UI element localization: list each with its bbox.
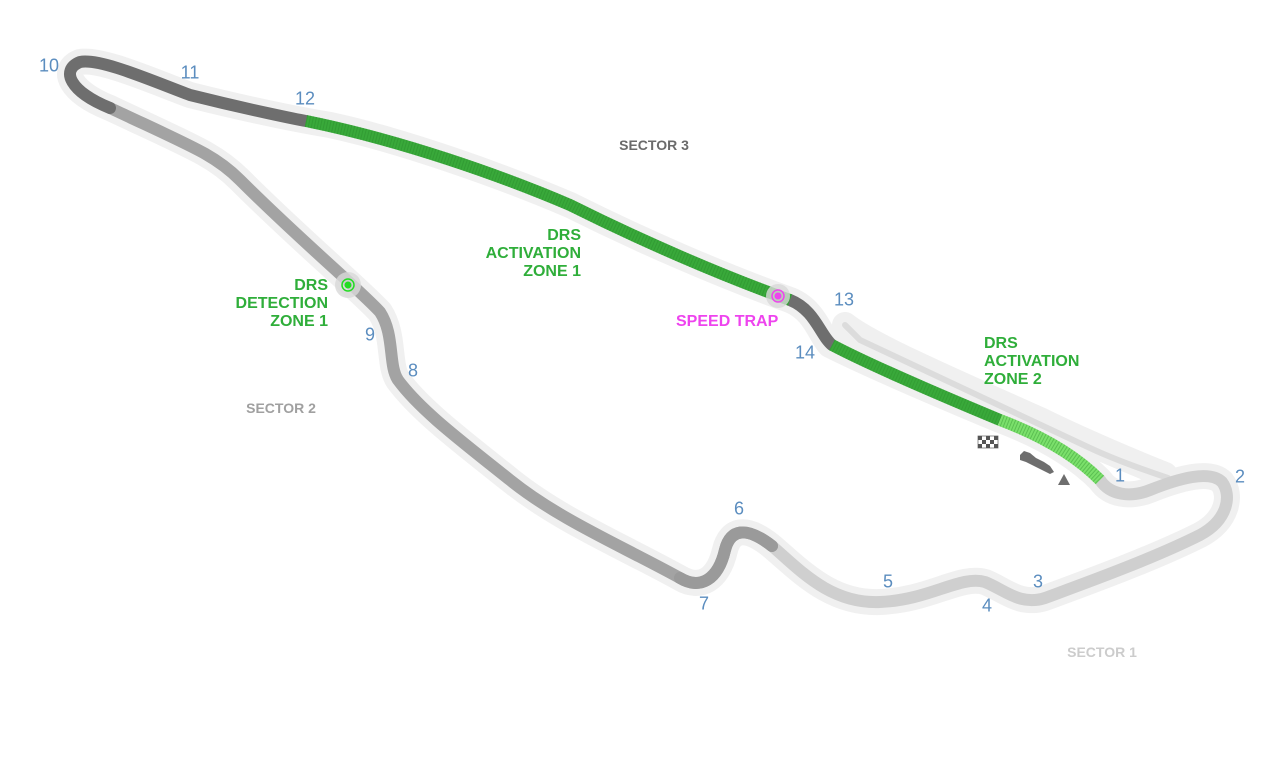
turn-10-label: 10 [38, 55, 60, 76]
direction-arrow-icon [1058, 474, 1070, 485]
speed-trap-ring [771, 289, 785, 303]
track-sector-3 [64, 55, 312, 127]
drs-zone-1-hatching [304, 115, 793, 306]
turn-2-label: 2 [1234, 466, 1246, 487]
drs-detection-icon[interactable] [344, 281, 352, 289]
turn-4-label: 4 [981, 595, 993, 616]
turn-3-label: 3 [1032, 571, 1044, 592]
turn-11-label: 11 [180, 62, 200, 83]
track-sector-2 [104, 102, 778, 589]
drs-activation-zone-2-track [829, 339, 1003, 426]
checkered-flag-icon [977, 435, 999, 449]
speed-trap-label: SPEED TRAP [676, 313, 779, 330]
drs-activation-zone-1-label: DRS ACTIVATION ZONE 1 [485, 227, 581, 280]
speed-trap-icon[interactable] [774, 292, 782, 300]
turn-13-label: 13 [833, 289, 855, 310]
turn-6-label: 6 [733, 498, 745, 519]
drs-detection-ring [341, 278, 355, 292]
sector-3-label: SECTOR 3 [619, 137, 689, 153]
turn-9-label: 9 [364, 324, 376, 345]
drs-activation-zone-2-light-track [997, 414, 1105, 485]
turn-1-label: 1 [1114, 465, 1126, 486]
drs-activation-zone-2-label: DRS ACTIVATION ZONE 2 [984, 335, 1080, 388]
turn-12-label: 12 [294, 88, 316, 109]
pit-lane [842, 322, 1171, 481]
track-sector-1 [766, 470, 1233, 609]
turn-7-label: 7 [698, 593, 710, 614]
turn-8-label: 8 [407, 360, 419, 381]
turn-14-label: 14 [794, 342, 816, 363]
race-car-icon [1020, 451, 1054, 474]
sector-2-label: SECTOR 2 [246, 400, 316, 416]
drs-detection-zone-1-label: DRS DETECTION ZONE 1 [235, 277, 328, 330]
track-chicane-13-14 [784, 294, 838, 351]
sector-1-label: SECTOR 1 [1067, 644, 1137, 660]
turn-5-label: 5 [882, 571, 894, 592]
track-turns-6-7 [674, 526, 778, 589]
